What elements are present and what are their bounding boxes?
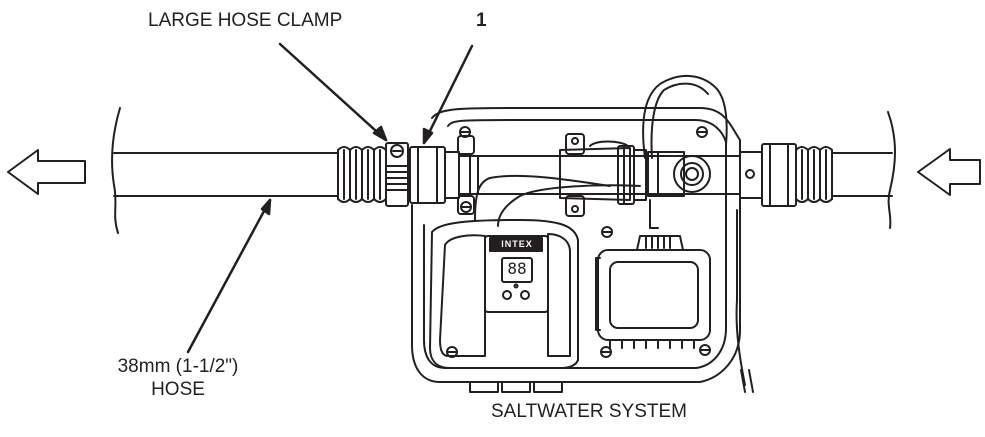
callout-number-1: 1 bbox=[476, 10, 487, 31]
mounting-plate bbox=[411, 107, 741, 393]
hose-connector-1 bbox=[409, 146, 460, 204]
leader-lines bbox=[186, 42, 474, 354]
hose-leader-line bbox=[186, 198, 272, 354]
control-unit bbox=[429, 219, 579, 369]
right-hose bbox=[795, 111, 896, 229]
digital-display: 88 bbox=[507, 259, 527, 278]
left-hose bbox=[111, 107, 387, 234]
hose-size-label: 38mm (1-1/2") HOSE bbox=[88, 356, 268, 402]
outflow-arrow-icon bbox=[7, 149, 86, 195]
hose-size-line2: HOSE bbox=[151, 378, 205, 400]
clamp-leader-line bbox=[278, 42, 388, 142]
cell-pipe bbox=[457, 133, 797, 217]
power-cables bbox=[474, 75, 754, 393]
inflow-arrow-icon bbox=[917, 148, 981, 196]
ozone-generator-unit bbox=[595, 235, 711, 349]
callout-1-leader-line bbox=[422, 44, 474, 145]
brand-logo: INTEX bbox=[501, 239, 533, 249]
hose-size-line1: 38mm (1-1/2") bbox=[117, 356, 239, 377]
large-hose-clamp-label: LARGE HOSE CLAMP bbox=[148, 10, 343, 31]
saltwater-system-label: SALTWATER SYSTEM bbox=[491, 401, 688, 422]
large-hose-clamp bbox=[385, 142, 409, 207]
